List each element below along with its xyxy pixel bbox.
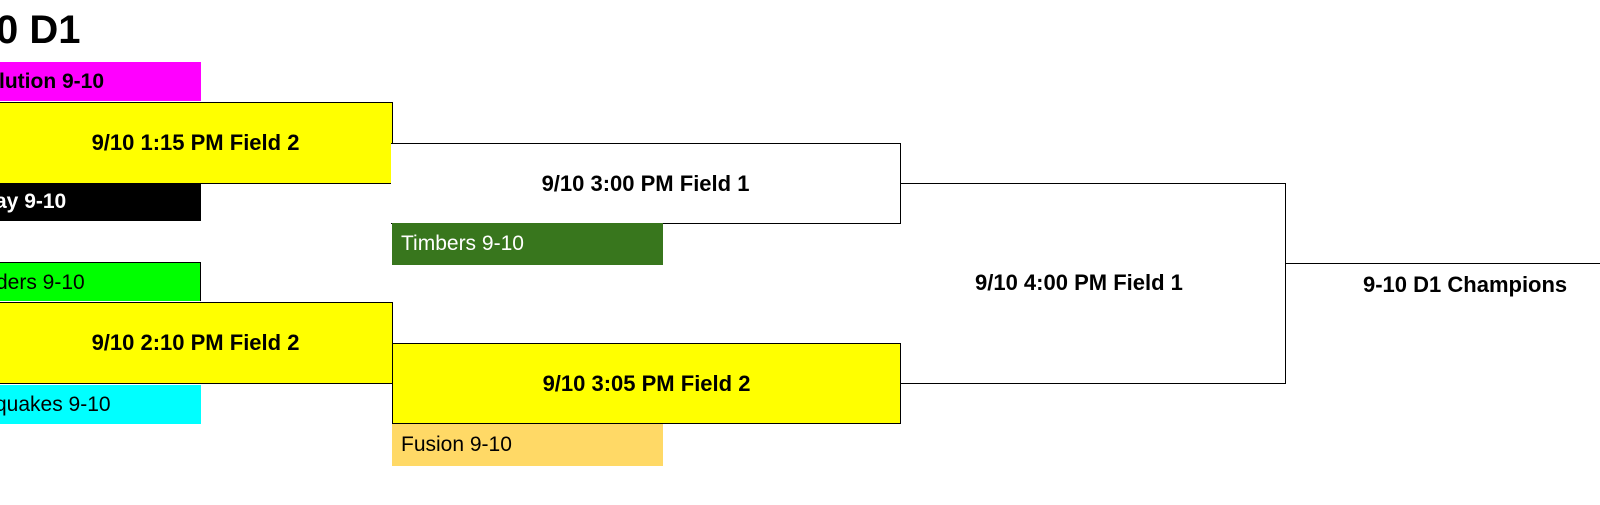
team-name: ay 9-10 xyxy=(0,190,67,213)
match-game-1: 9/10 1:15 PM Field 2 xyxy=(0,102,393,184)
match-game-3: 9/10 3:00 PM Field 1 xyxy=(391,143,901,224)
team-slot-2: ay 9-10 xyxy=(0,182,201,221)
team-name: lution 9-10 xyxy=(0,70,105,93)
match-game-4: 9/10 3:05 PM Field 2 xyxy=(392,343,901,424)
team-name: ders 9-10 xyxy=(0,271,85,294)
connector-line xyxy=(900,183,1286,184)
match-game-2: 9/10 2:10 PM Field 2 xyxy=(0,302,393,384)
team-slot-fusion: Fusion 9-10 xyxy=(392,424,663,466)
team-name: Fusion 9-10 xyxy=(401,433,512,456)
connector-line xyxy=(1285,183,1286,384)
team-name: quakes 9-10 xyxy=(0,393,111,416)
bracket-title: 0 D1 xyxy=(0,8,81,52)
team-slot-revolution: lution 9-10 xyxy=(0,62,201,101)
team-slot-3: ders 9-10 xyxy=(0,262,201,301)
champion-line xyxy=(1285,263,1600,264)
team-slot-4: quakes 9-10 xyxy=(0,385,201,424)
champion-label: 9-10 D1 Champions xyxy=(1363,272,1568,297)
team-slot-timbers: Timbers 9-10 xyxy=(392,223,663,265)
match-game-final: 9/10 4:00 PM Field 1 xyxy=(975,270,1183,295)
connector-line xyxy=(900,383,1286,384)
team-name: Timbers 9-10 xyxy=(401,232,524,255)
